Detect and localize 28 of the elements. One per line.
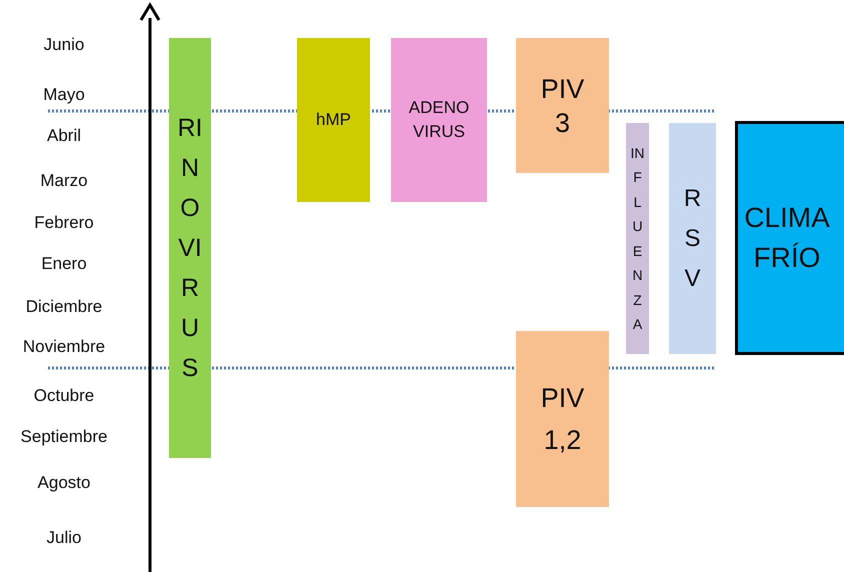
month-label: Enero — [41, 254, 87, 274]
month-label: Julio — [46, 528, 82, 548]
month-label: Abril — [47, 126, 81, 146]
bar-label: ADENO VIRUS — [408, 97, 470, 143]
month-label: Noviembre — [22, 337, 106, 357]
month-label: Junio — [44, 35, 84, 55]
month-label: Septiembre — [20, 427, 108, 447]
month-label: Marzo — [40, 171, 88, 191]
month-label: Mayo — [43, 85, 85, 105]
virus-season-bar — [391, 38, 487, 202]
virus-season-bar — [735, 121, 844, 355]
bar-label: PIV 1,2 — [540, 382, 585, 457]
month-label: Diciembre — [26, 297, 102, 317]
bar-label: INFLUENZA — [630, 144, 644, 334]
virus-season-bar — [626, 123, 649, 354]
month-label: Febrero — [34, 213, 94, 233]
virus-season-bar — [516, 38, 609, 173]
month-label: Agosto — [38, 473, 90, 493]
month-label: Octubre — [34, 386, 94, 406]
virus-season-bar — [516, 331, 609, 507]
bar-label: RSV — [682, 184, 702, 294]
bar-label: CLIMA FRÍO — [743, 201, 831, 275]
virus-season-bar — [297, 38, 370, 202]
virus-season-bar — [669, 123, 716, 354]
bar-label: hMP — [316, 109, 351, 132]
bar-label: PIV 3 — [540, 72, 585, 140]
bar-label: RINOVIRUS — [178, 113, 202, 384]
virus-season-bar — [169, 38, 211, 458]
